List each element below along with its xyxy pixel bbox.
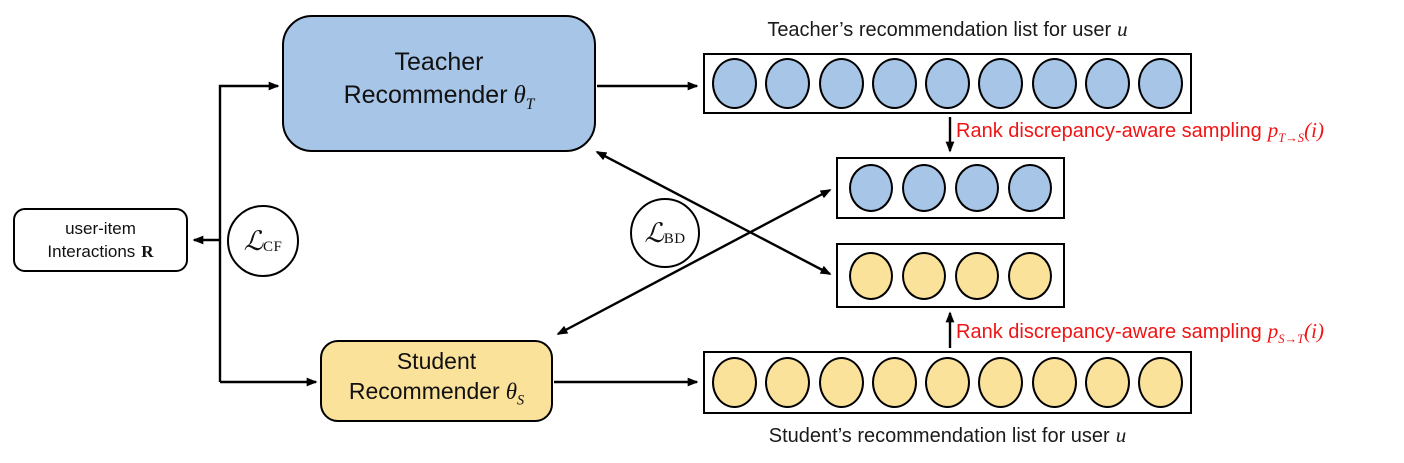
item-circle — [1084, 58, 1130, 109]
item-circle — [925, 58, 970, 109]
item-circle — [1008, 251, 1052, 300]
sampling-prob-ts: pT→S — [1267, 118, 1305, 146]
cf-loss-circle: ℒ CF — [227, 205, 299, 277]
user-var: u — [1115, 423, 1127, 447]
bd-loss-symbol: ℒ — [644, 217, 664, 248]
item-circle — [849, 164, 893, 212]
item-circle — [849, 251, 893, 300]
cf-loss-symbol: ℒ — [243, 225, 264, 256]
item-circle — [871, 58, 917, 109]
arrow-teacher-student-sampled-bidirectional — [595, 150, 832, 276]
item-circle — [925, 357, 970, 408]
arrow-input-to-teacher — [218, 81, 280, 382]
arrow-student-teacher-sampled-bidirectional — [556, 188, 832, 336]
interaction-matrix-symbol: R — [141, 242, 154, 261]
user-var: u — [1117, 17, 1128, 41]
item-circle — [1084, 357, 1130, 408]
item-circle — [1008, 164, 1052, 212]
item-circle — [955, 251, 999, 300]
item-circle — [765, 357, 811, 408]
item-circle — [1031, 357, 1077, 408]
item-circle — [818, 357, 864, 408]
item-circle — [765, 58, 811, 109]
item-circle — [978, 58, 1024, 109]
bd-loss-circle: ℒ BD — [630, 198, 700, 268]
teacher-recommendation-list — [703, 53, 1192, 114]
cf-loss-subscript: CF — [263, 238, 283, 255]
teacher-theta-symbol: θT — [513, 82, 535, 113]
item-circle — [1138, 357, 1183, 408]
student-recommendation-list — [703, 351, 1192, 414]
student-sampled-items — [836, 243, 1065, 308]
item-circle — [712, 357, 757, 408]
item-circle — [902, 251, 946, 300]
item-circle — [1138, 58, 1183, 109]
item-circle — [712, 58, 757, 109]
item-circle — [871, 357, 917, 408]
item-circle — [978, 357, 1024, 408]
teacher-label-line1: Teacher — [394, 48, 484, 76]
student-label-line1: Student — [396, 348, 477, 375]
sampling-prob-st: pS→T — [1267, 319, 1305, 347]
item-circle — [902, 164, 946, 212]
teacher-sampled-items — [836, 157, 1065, 219]
interactions-label-line1: user-item — [65, 219, 136, 238]
item-circle — [955, 164, 999, 212]
item-circle — [818, 58, 864, 109]
bd-loss-subscript: BD — [663, 230, 686, 247]
student-theta-symbol: θS — [505, 379, 525, 409]
item-circle — [1031, 58, 1077, 109]
